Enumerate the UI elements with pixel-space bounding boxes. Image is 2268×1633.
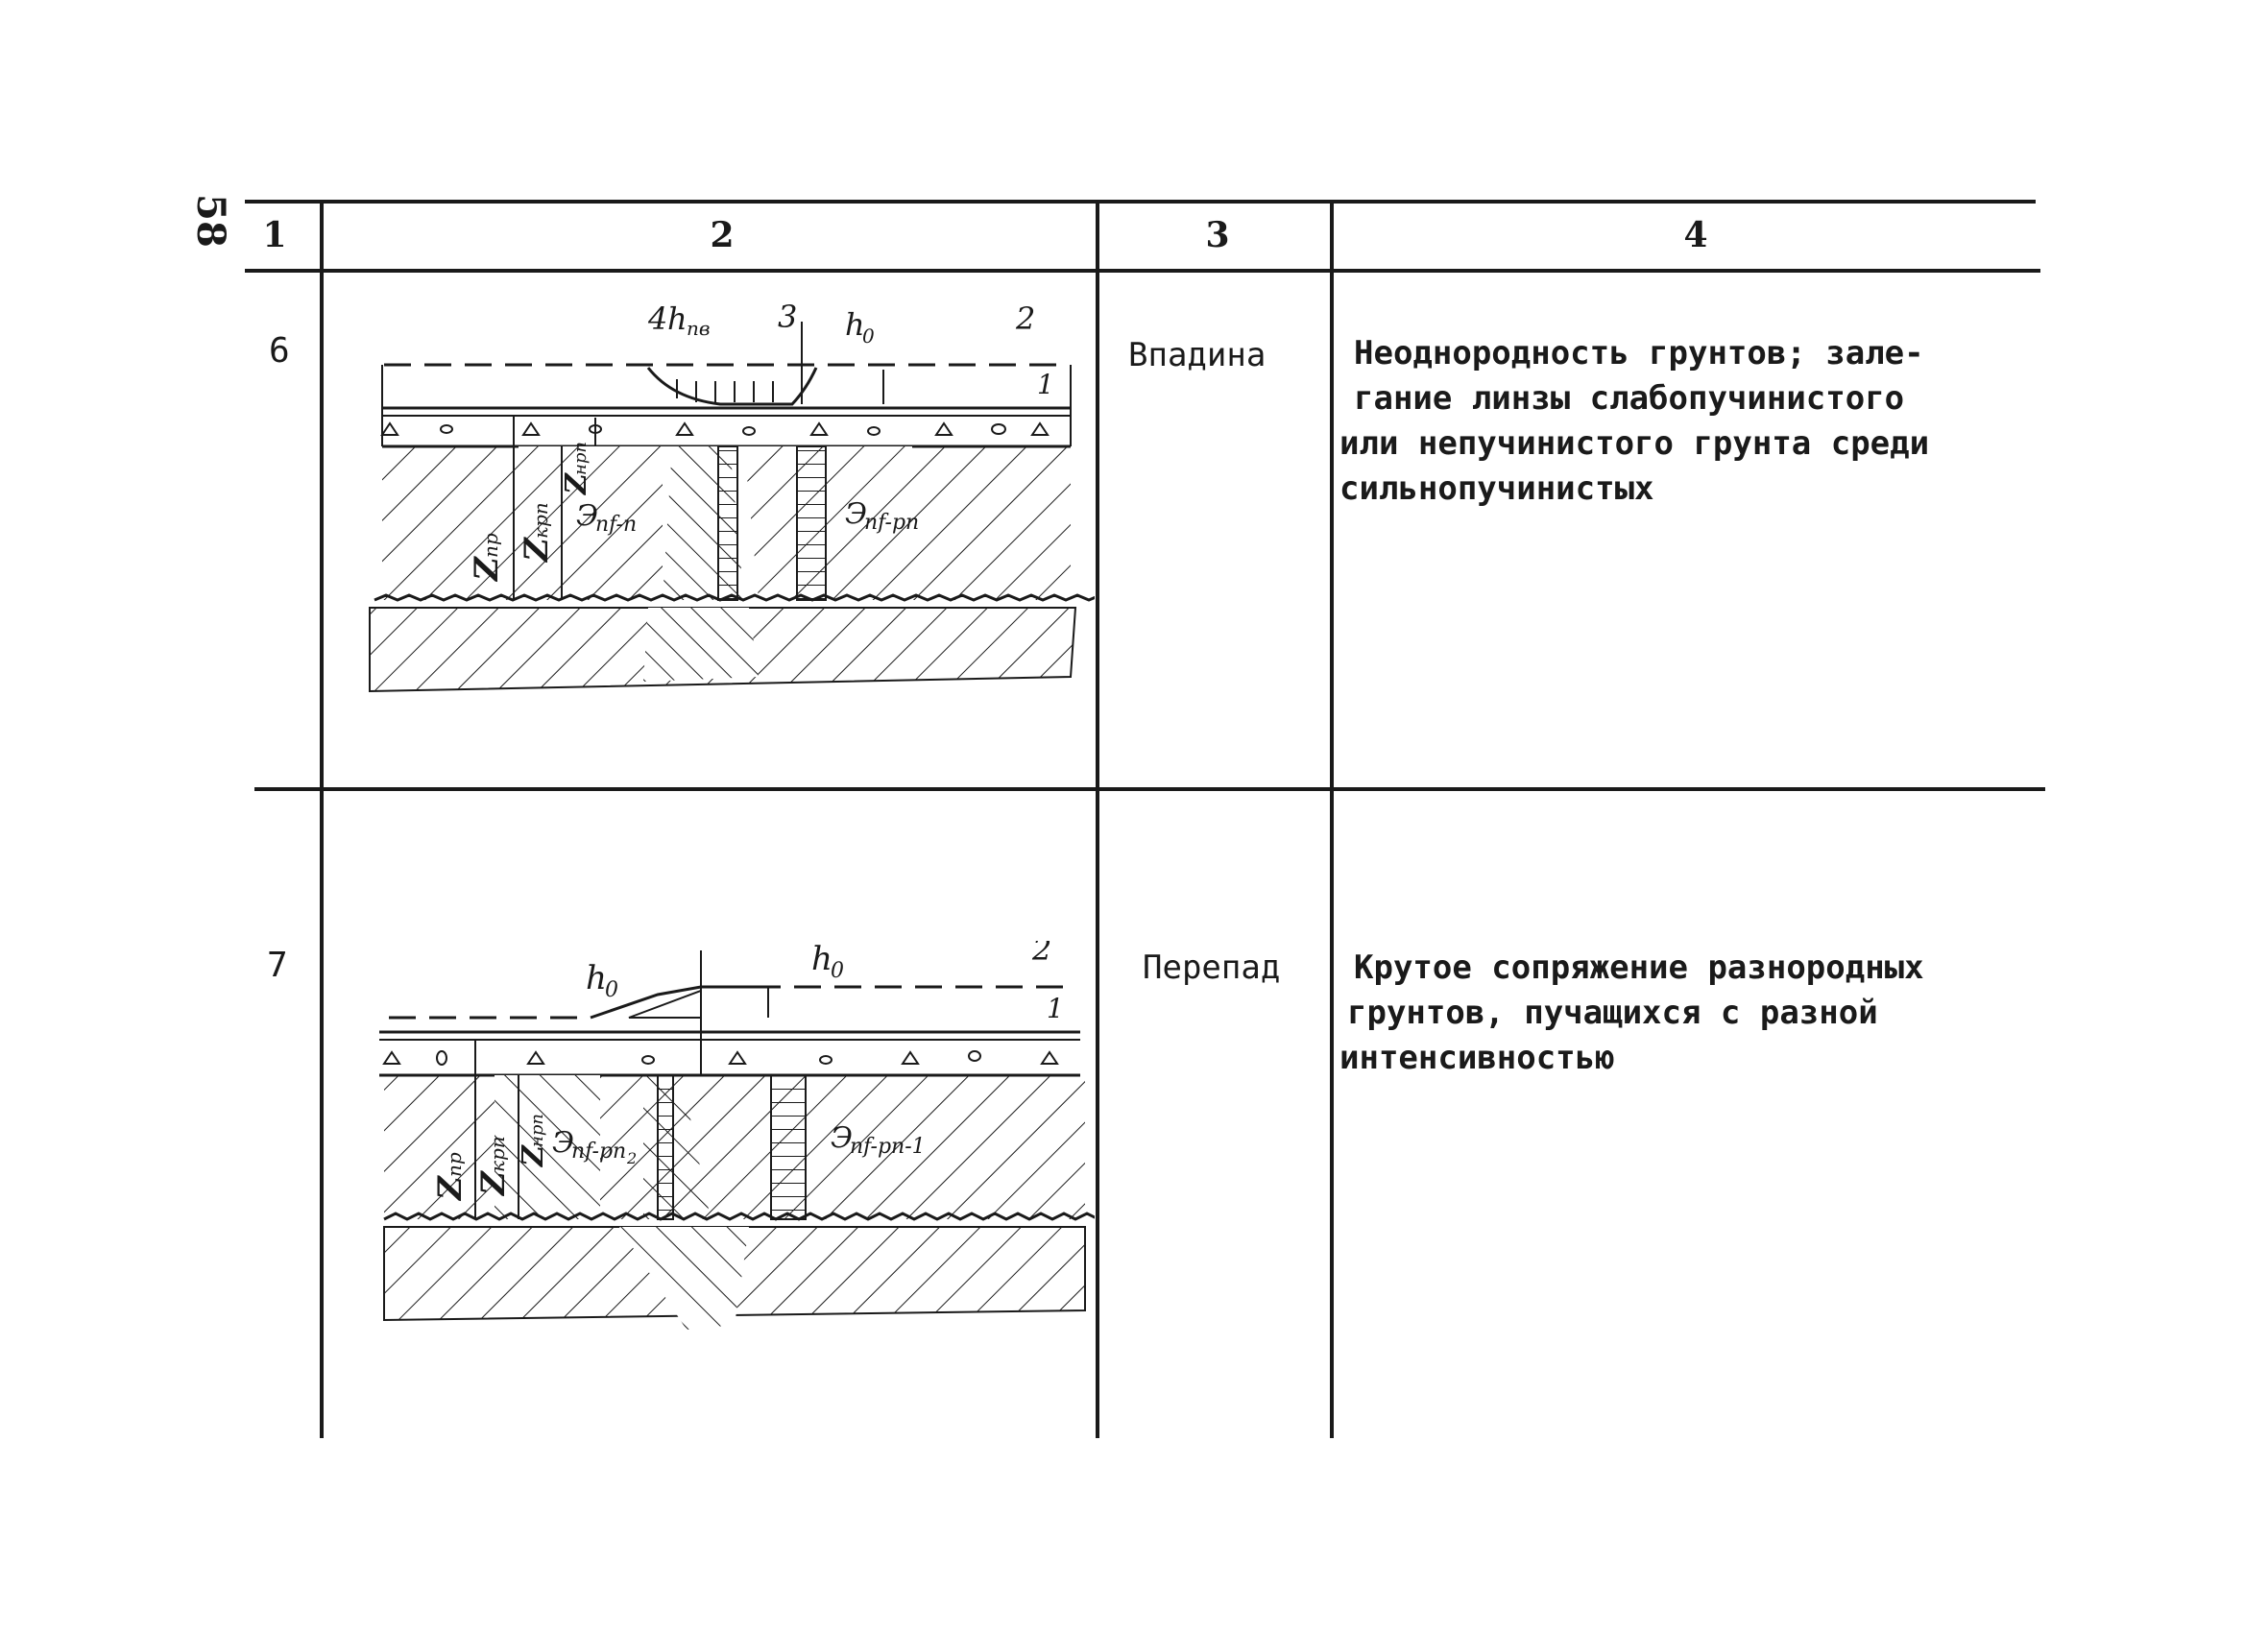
cause-line: Крутое сопряжение разнородных: [1354, 949, 1924, 987]
column-header-2: 2: [710, 215, 735, 255]
cross-section-diagram-step: h 0 h 0 2 1 Z пр Z крп Z нрп Э nf-pn 2 Э…: [379, 941, 1095, 1330]
label-e-nf-n-sub: nf-n: [595, 513, 637, 537]
column-divider-2: [1096, 200, 1099, 1438]
label-z-pr-sub: пр: [443, 1152, 466, 1177]
label-z-krp-sub: крп: [529, 502, 552, 539]
cross-section-diagram-depression: 4 h пв 3 h 0 2 1 Z пр Z крп Z нрп Э nf-n…: [369, 302, 1095, 693]
label-e-nf-pn2: Э: [552, 1126, 574, 1160]
ice-lens-column: [657, 1074, 674, 1220]
cause-line: гание линзы слабопучинистого: [1354, 379, 1905, 418]
gravel-layer: [380, 421, 1050, 436]
column-header-3: 3: [1205, 215, 1230, 255]
column-header-4: 4: [1683, 215, 1708, 255]
header-bottom-rule: [245, 269, 2040, 273]
label-e-nf-pn1-sub: nf-pn-1: [850, 1135, 926, 1159]
label-z-krp: Z: [518, 537, 556, 564]
freezing-boundary: [374, 593, 1095, 602]
label-e-nf-pn: Э: [845, 497, 867, 531]
row-divider-rule: [254, 787, 2045, 791]
label-h-pv: h: [667, 302, 688, 337]
label-z-krp: Z: [474, 1170, 513, 1197]
label-z-pr: Z: [468, 556, 506, 583]
cause-description: Неоднородность грунтов; зале- гание линз…: [1339, 331, 1929, 512]
column-divider-3: [1330, 200, 1334, 1438]
label-z-nrp-sub: нрп: [570, 442, 591, 475]
ice-lens-column: [717, 445, 738, 601]
gravel-layer: [382, 1050, 1059, 1066]
label-e-nf-pn-sub: nf-pn: [864, 511, 919, 535]
label-z-nrp-sub: нрп: [527, 1114, 547, 1147]
label-z-pr: Z: [431, 1175, 470, 1202]
label-z-krp-sub: крп: [486, 1136, 509, 1172]
freezing-boundary: [383, 1212, 1095, 1221]
column-divider-1: [320, 200, 324, 1438]
cause-description: Крутое сопряжение разнородных грунтов, п…: [1339, 946, 1924, 1081]
label-e-nf-pn2-sub: nf-pn: [571, 1140, 626, 1164]
ice-lens-column: [796, 445, 827, 601]
callout-3: 3: [778, 302, 797, 335]
relief-form-name: Впадина: [1128, 336, 1267, 374]
label-e-nf-n: Э: [576, 499, 598, 533]
label-h-pv-sub: пв: [687, 317, 711, 340]
column-header-1: 1: [262, 215, 287, 255]
callout-2: 2: [1015, 302, 1035, 337]
callout-1: 1: [1037, 369, 1054, 400]
depression-profile: [646, 367, 818, 406]
row-number: 7: [267, 946, 288, 985]
cause-line: Неоднородность грунтов; зале-: [1354, 334, 1924, 372]
cause-line: интенсивностью: [1339, 1039, 1615, 1077]
label-z-nrp: Z: [560, 472, 593, 495]
ice-lens-column: [770, 1074, 807, 1220]
table-top-rule: [245, 200, 2036, 204]
label-h0-left-sub: 0: [605, 978, 618, 1002]
label-e-nf-pn2-index: 2: [626, 1149, 637, 1167]
row-number: 6: [269, 331, 290, 371]
callout-1: 1: [1047, 993, 1064, 1024]
label-z-nrp: Z: [517, 1144, 550, 1167]
step-profile: [590, 985, 754, 1020]
cause-line: сильнопучинистых: [1339, 469, 1654, 508]
callout-4: 4: [647, 302, 667, 337]
label-e-nf-pn1: Э: [831, 1121, 853, 1155]
cause-line: или непучинистого грунта среди: [1339, 424, 1930, 463]
cause-line: грунтов, пучащихся с разной: [1347, 994, 1878, 1032]
label-h0: h: [845, 306, 865, 343]
label-h0-right: h: [811, 941, 832, 978]
label-h0-sub: 0: [862, 324, 875, 348]
callout-2: 2: [1031, 941, 1051, 968]
label-h0-left: h: [586, 959, 607, 997]
relief-form-name: Перепад: [1143, 949, 1281, 987]
label-z-pr-sub: пр: [479, 533, 502, 558]
label-h0-right-sub: 0: [831, 959, 844, 983]
